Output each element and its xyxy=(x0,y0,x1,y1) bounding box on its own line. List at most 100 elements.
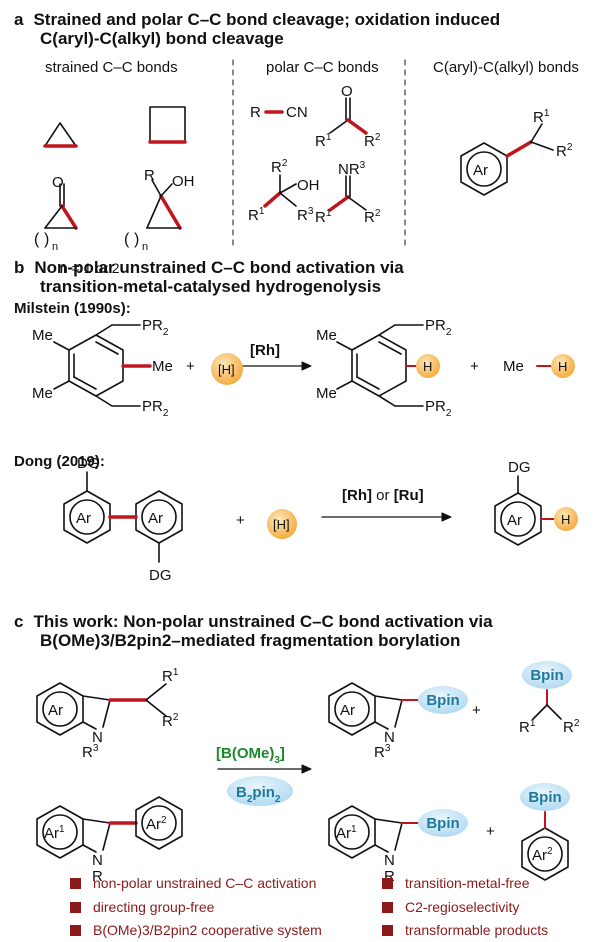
svg-text:(: ( xyxy=(124,231,130,248)
panel-a-title: a Strained and polar C–C bond cleavage; o… xyxy=(14,10,500,48)
bullet-square-icon xyxy=(382,901,393,913)
col-polar-label: polar C–C bonds xyxy=(266,59,379,76)
svg-text:+: + xyxy=(470,358,479,375)
svg-text:PR2: PR2 xyxy=(425,317,452,338)
svg-text:R3: R3 xyxy=(374,743,391,761)
svg-text:R2: R2 xyxy=(271,158,288,176)
svg-text:R: R xyxy=(384,868,395,885)
svg-text:N: N xyxy=(384,852,395,869)
svg-text:n: n xyxy=(52,241,58,253)
svg-text:OH: OH xyxy=(172,173,195,190)
svg-text:DG: DG xyxy=(149,567,172,584)
svg-text:PR2: PR2 xyxy=(425,398,452,419)
panel-a-title-line2: C(aryl)-C(alkyl) bond cleavage xyxy=(40,29,284,48)
bpin-label-3: Bpin xyxy=(426,815,459,832)
svg-text:N: N xyxy=(384,729,395,746)
svg-text:(: ( xyxy=(34,231,40,248)
reagent-bome3: [B(OMe)3] xyxy=(216,745,285,766)
svg-text:R2: R2 xyxy=(162,712,179,730)
svg-text:n: n xyxy=(142,241,148,253)
bullet-square-icon xyxy=(382,924,393,936)
svg-text:R1: R1 xyxy=(519,718,536,736)
svg-text:R1: R1 xyxy=(533,108,550,126)
panel-b-title-line1: Non-polar unstrained C–C bond activation… xyxy=(34,258,404,277)
svg-text:O: O xyxy=(341,83,353,100)
hydrogen-balls xyxy=(211,353,578,539)
svg-text:Me: Me xyxy=(503,358,524,375)
svg-text:Ar: Ar xyxy=(507,512,522,529)
svg-text:): ) xyxy=(44,231,49,248)
svg-text:Ar: Ar xyxy=(76,510,91,527)
panel-a-title-line1: Strained and polar C–C bond cleavage; ox… xyxy=(33,10,501,29)
svg-text:R3: R3 xyxy=(82,743,99,761)
feature-item-6: transformable products xyxy=(382,922,548,938)
milstein-label: Milstein (1990s): xyxy=(14,300,131,317)
feature-item-2: transition-metal-free xyxy=(382,875,530,891)
svg-text:DG: DG xyxy=(77,455,100,472)
svg-text:R3: R3 xyxy=(297,206,314,224)
svg-text:R2: R2 xyxy=(556,142,573,160)
svg-text:R: R xyxy=(250,104,261,121)
svg-text:Me: Me xyxy=(152,358,173,375)
panel-c-title: c This work: Non-polar unstrained C–C bon… xyxy=(14,612,493,650)
svg-text:Ar1: Ar1 xyxy=(336,824,357,842)
svg-text:Ar: Ar xyxy=(48,702,63,719)
svg-text:Me: Me xyxy=(316,327,337,344)
cat-rh-label: [Rh] xyxy=(250,342,280,359)
dong-year: (2019) xyxy=(56,453,100,470)
bullet-square-icon xyxy=(70,901,81,913)
svg-text:H: H xyxy=(561,512,570,527)
svg-text:): ) xyxy=(134,231,139,248)
svg-text:+: + xyxy=(472,702,481,719)
bullet-square-icon xyxy=(382,877,393,889)
dong-aryl-left xyxy=(63,490,111,544)
n-note: n = 1 or 2 xyxy=(60,260,120,276)
svg-text:Me: Me xyxy=(316,385,337,402)
cat-ru: [Ru] xyxy=(393,487,424,504)
svg-text:+: + xyxy=(486,823,495,840)
bpin-label-4: Bpin xyxy=(528,789,561,806)
svg-text:O: O xyxy=(52,174,64,191)
dong-product-aryl xyxy=(494,492,542,546)
cyclobutane xyxy=(149,106,186,143)
svg-text:R: R xyxy=(144,167,155,184)
svg-text:Me: Me xyxy=(32,385,53,402)
svg-text:R: R xyxy=(92,868,103,885)
cyclopropane xyxy=(44,122,77,147)
svg-text:H: H xyxy=(558,359,567,374)
svg-text:+: + xyxy=(236,512,245,529)
svg-text:PR2: PR2 xyxy=(142,398,169,419)
svg-text:Ar1: Ar1 xyxy=(44,824,65,842)
aryl2-ring xyxy=(135,796,183,850)
svg-text:R1: R1 xyxy=(162,667,179,685)
milstein-product-arene xyxy=(351,334,407,397)
feature-item-1: non-polar unstrained C–C activation xyxy=(70,875,316,891)
bpin-label-2: Bpin xyxy=(530,667,563,684)
svg-text:DG: DG xyxy=(508,459,531,476)
svg-text:N: N xyxy=(92,729,103,746)
svg-text:R2: R2 xyxy=(364,208,381,226)
bullet-square-icon xyxy=(70,924,81,936)
panel-c-title-line1: This work: Non-polar unstrained C–C bond… xyxy=(33,612,493,631)
dong-label: Dong (2019): xyxy=(14,453,105,470)
svg-text:+: + xyxy=(186,358,195,375)
milstein-arene xyxy=(68,334,124,397)
col-aryl-label: C(aryl)-C(alkyl) bonds xyxy=(433,59,579,76)
panel-a-letter: a xyxy=(14,10,24,29)
svg-text:Ar: Ar xyxy=(340,702,355,719)
svg-text:[H]: [H] xyxy=(218,362,235,377)
svg-text:CN: CN xyxy=(286,104,308,121)
col-strained-label: strained C–C bonds xyxy=(45,59,178,76)
milstein-name: Milstein xyxy=(14,300,70,317)
svg-text:Ar: Ar xyxy=(148,510,163,527)
svg-text:Ar2: Ar2 xyxy=(146,815,167,833)
cat-or: or xyxy=(376,487,390,504)
svg-text:R1: R1 xyxy=(315,208,332,226)
svg-text:Me: Me xyxy=(32,327,53,344)
panel-c-title-line2: B(OMe)3/B2pin2–mediated fragmentation bo… xyxy=(40,631,461,650)
feature-item-5: B(OMe)3/B2pin2 cooperative system xyxy=(70,922,322,938)
panel-c-letter: c xyxy=(14,612,24,631)
bpin-ellipses xyxy=(227,661,572,837)
